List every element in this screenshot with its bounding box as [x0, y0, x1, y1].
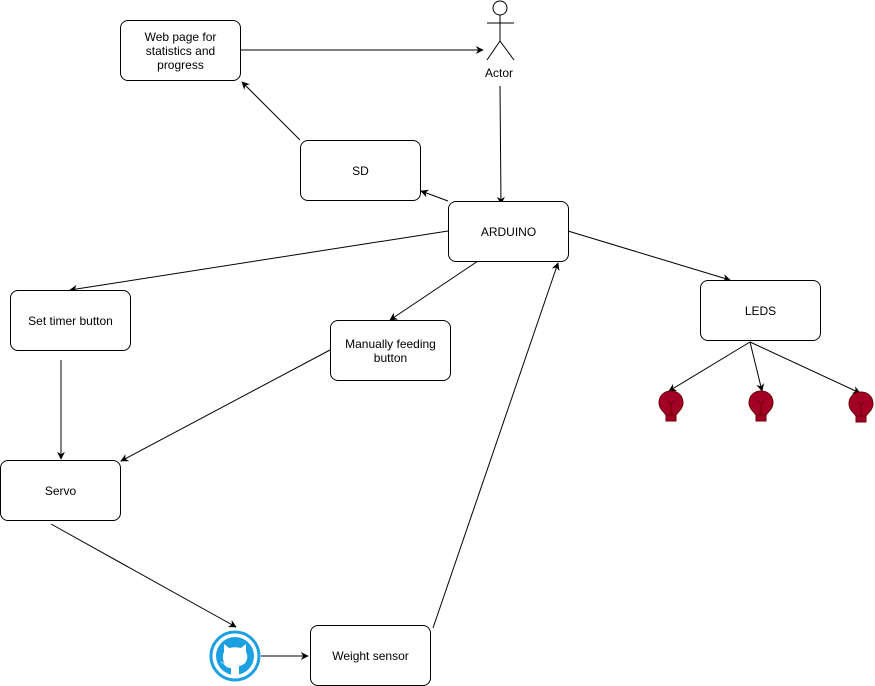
actor-label: Actor [485, 66, 514, 80]
edge-leds-to-bulb-2 [749, 341, 765, 392]
edge-actor-to-arduino [496, 85, 505, 205]
edge-weight-to-arduino [432, 262, 560, 629]
github-octocat-icon [209, 630, 261, 682]
weight-sensor-node[interactable]: Weight sensor [310, 625, 431, 686]
manual-feed-button-node[interactable]: Manually feeding button [330, 320, 451, 381]
bulb-filament [757, 400, 765, 415]
sd-node[interactable]: SD [300, 140, 421, 201]
bulb-filament [667, 400, 675, 415]
edge-servo-to-github [50, 523, 237, 628]
actor-left-leg [486, 40, 501, 61]
bulb-base [665, 414, 677, 422]
bulb-base [755, 414, 767, 422]
actor-figure [486, 0, 515, 61]
leds-node[interactable]: LEDS [700, 280, 821, 341]
actor-head [492, 0, 508, 16]
edge-arduino-to-sd [420, 189, 449, 202]
edge-arduino-to-set-timer [69, 230, 449, 293]
edge-leds-to-bulb-1 [668, 341, 751, 392]
lightbulb-icon [658, 390, 684, 422]
edge-leds-to-bulb-3 [749, 341, 861, 394]
bulb-base [855, 415, 867, 423]
web-page-node[interactable]: Web page for statistics and progress [120, 20, 241, 81]
edge-manual-feed-to-servo [120, 349, 331, 462]
edge-arduino-to-manual-feed [389, 260, 479, 321]
edge-sd-to-webpage [241, 81, 301, 141]
arduino-node[interactable]: ARDUINO [448, 201, 569, 262]
servo-node[interactable]: Servo [0, 460, 121, 521]
bulb-filament [857, 401, 865, 416]
edge-arduino-to-leds [567, 230, 731, 282]
lightbulb-icon [748, 390, 774, 422]
actor-right-leg [499, 40, 515, 61]
lightbulb-icon [848, 391, 874, 423]
github-cat [220, 644, 248, 676]
set-timer-button-node[interactable]: Set timer button [10, 290, 131, 351]
